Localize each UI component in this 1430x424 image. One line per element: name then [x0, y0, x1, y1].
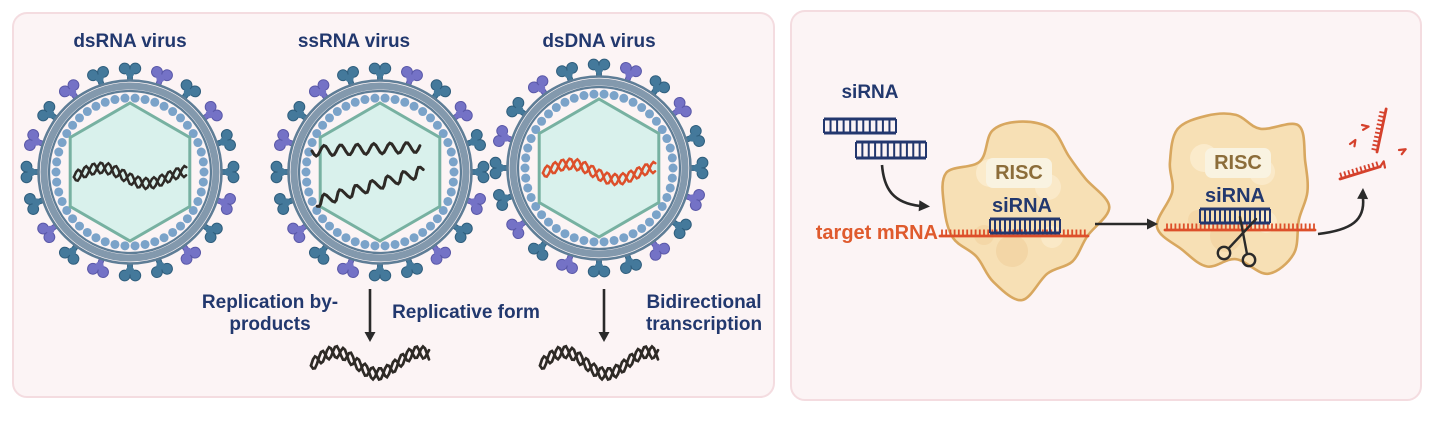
spike-icon	[556, 62, 578, 89]
spike-icon	[118, 255, 142, 282]
mrna-fragment-large	[1371, 107, 1388, 154]
spike-icon	[678, 189, 705, 211]
replicative-form-helix	[309, 344, 431, 382]
target-mrna-label: target mRNA	[815, 222, 938, 244]
spike-icon	[24, 129, 51, 151]
virus-particle-dsRNA	[20, 62, 240, 282]
sirna-title: siRNA	[841, 82, 899, 103]
risc-sirna-label-2: siRNA	[1204, 185, 1265, 207]
risc-label-1: RISC	[986, 158, 1052, 188]
spike-icon	[620, 62, 642, 89]
mrna-fragment-medium	[1338, 161, 1382, 181]
spike-icon	[427, 238, 452, 265]
spike-icon	[368, 255, 392, 282]
risc-bound-sirna-1	[989, 217, 1061, 235]
ssrna-strand-1	[310, 141, 422, 158]
spike-icon	[587, 251, 611, 278]
sirna-diagram-canvas	[823, 107, 1407, 302]
bidirectional-line2: transcription	[645, 314, 763, 335]
virus-title-dsdna: dsDNA virus	[542, 31, 656, 52]
spike-icon	[556, 247, 578, 274]
replication-byproducts-line2: products	[229, 314, 311, 335]
sirna-duplex-2	[855, 140, 927, 160]
sirna-mechanism-panel: siRNA target mRNA RISC siRNA RISC siRNA	[790, 10, 1422, 401]
dsRNA-genome	[72, 161, 188, 191]
spike-icon	[37, 100, 64, 125]
ssrna-strand-2	[315, 165, 425, 208]
spike-icon	[463, 160, 490, 184]
spike-icon	[274, 193, 301, 215]
scissors-icon	[1216, 215, 1258, 268]
arrow-sirna-to-risc	[880, 164, 930, 212]
risc-bound-sirna-2	[1199, 207, 1271, 225]
risc-sirna-label-1: siRNA	[991, 195, 1052, 217]
virus-particle-ssRNA	[270, 62, 490, 282]
spike-icon	[489, 156, 516, 180]
virus-particle-dsDNA	[489, 58, 709, 278]
virus-title-dsrna: dsRNA virus	[73, 31, 187, 52]
spike-icon	[287, 219, 314, 244]
spike-icon	[209, 129, 236, 151]
replication-byproducts-line1: Replication by-	[201, 292, 339, 313]
bidirectional-transcription-label: Bidirectional transcription	[604, 292, 804, 336]
virus-types-panel: dsRNA virus ssRNA virus dsDNA virus Repl…	[12, 12, 775, 398]
spike-icon	[213, 160, 240, 184]
transcription-product-helix	[538, 344, 660, 382]
sirna-duplex-1	[823, 117, 897, 135]
bidirectional-line1: Bidirectional	[646, 292, 762, 313]
replication-byproducts-label: Replication by- products	[170, 292, 370, 336]
spike-icon	[87, 66, 109, 93]
arrow-down-icon-bidirectional	[598, 289, 610, 342]
arrow-down-icon-replicative	[364, 289, 376, 342]
spike-icon	[427, 79, 452, 106]
spike-icon	[308, 238, 333, 265]
arrow-mrna-release	[1317, 188, 1369, 236]
mrna-fragments	[1338, 107, 1407, 181]
risc-label-2: RISC	[1205, 148, 1271, 178]
arrow-risc1-to-risc2	[1095, 218, 1158, 230]
replicative-form-label: Replicative form	[392, 302, 540, 323]
virus-diagram-canvas	[20, 58, 709, 382]
dsDNA-genome	[541, 157, 657, 187]
virus-title-ssrna: ssRNA virus	[297, 31, 411, 52]
